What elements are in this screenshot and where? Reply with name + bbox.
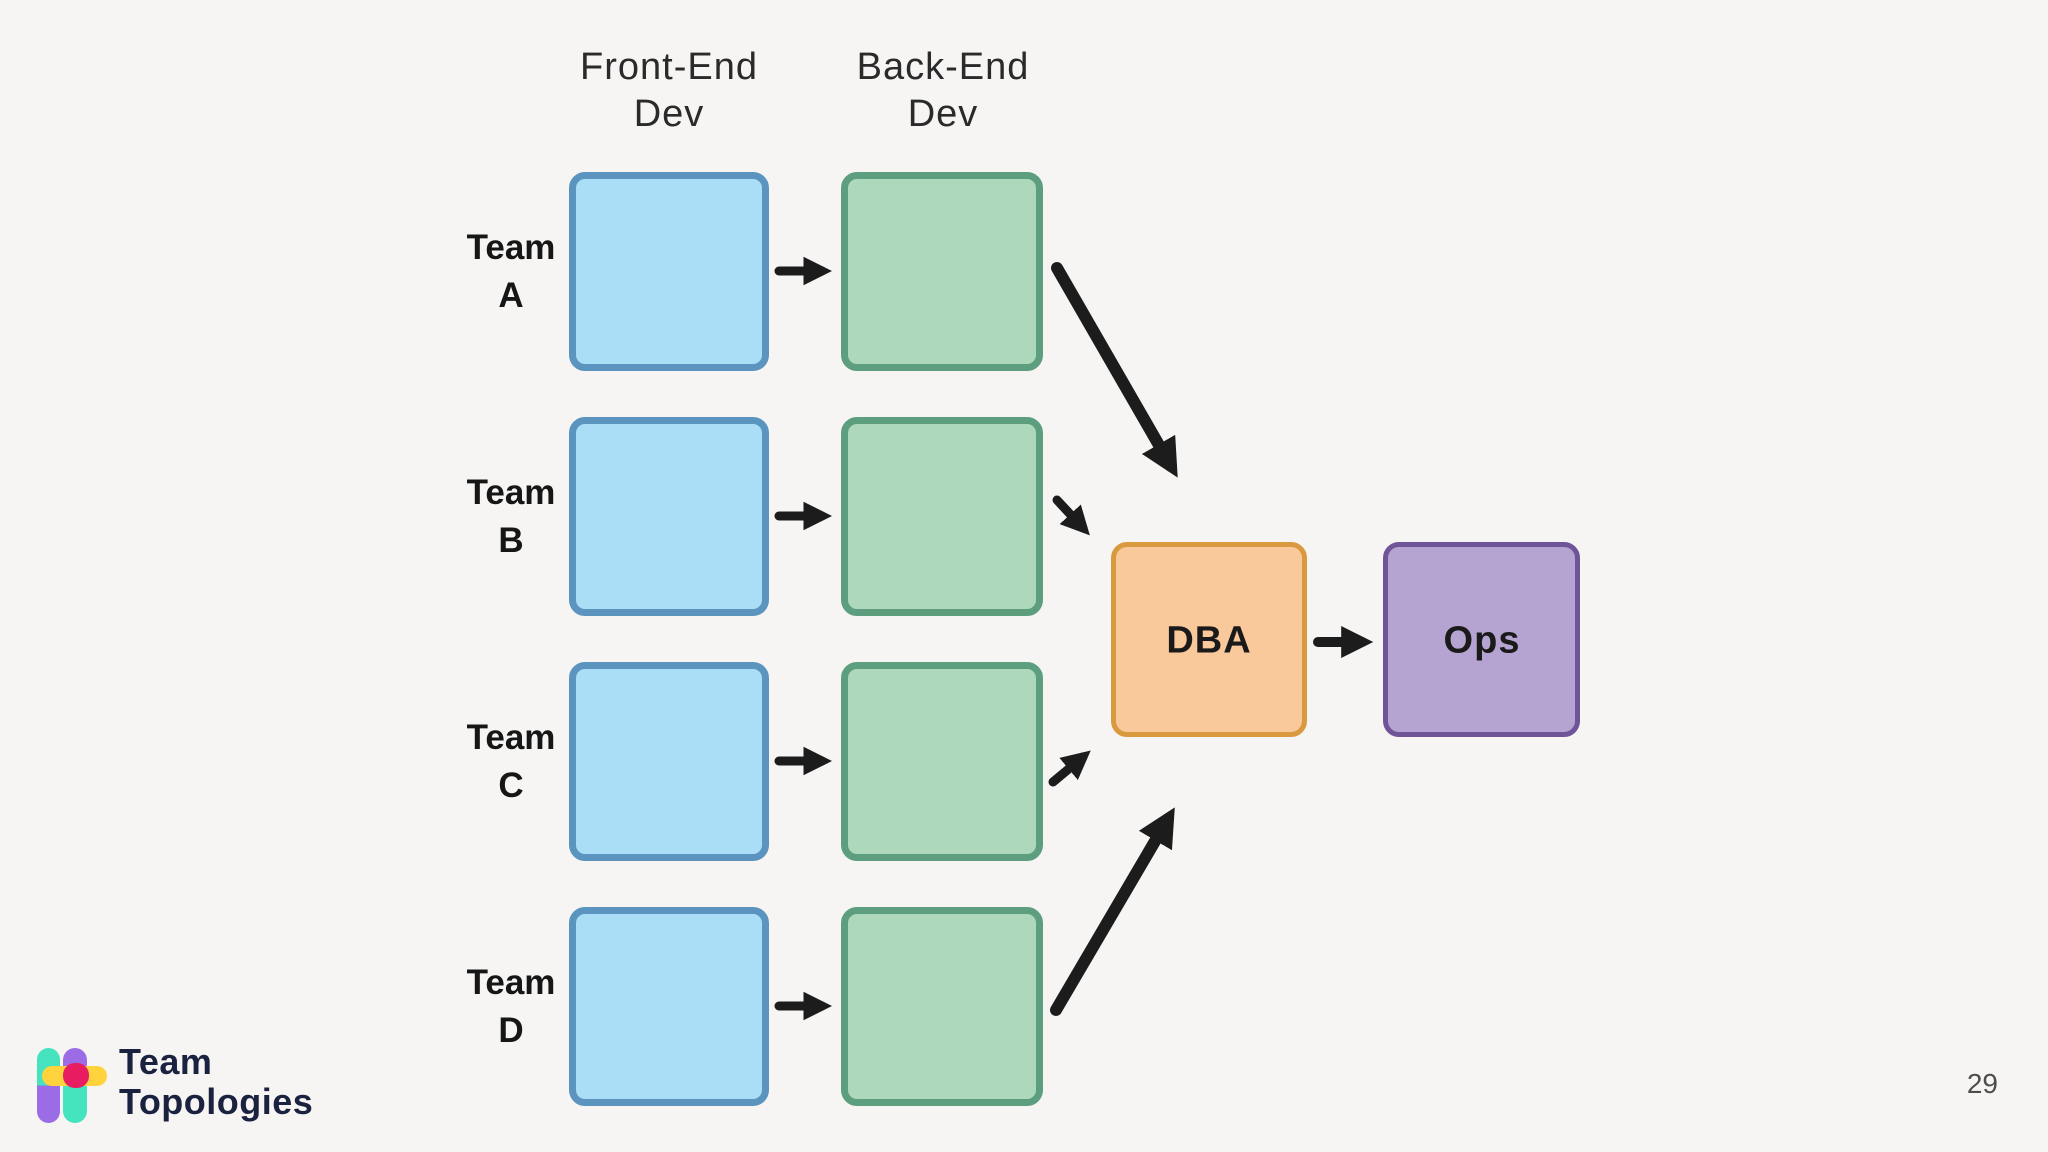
team-topologies-logo-text: Team Topologies bbox=[119, 1041, 314, 1122]
frontend-dev-box-team-a bbox=[569, 172, 769, 371]
team-c-label: Team C bbox=[466, 718, 556, 805]
team-topologies-logo-icon bbox=[37, 1046, 107, 1124]
dba-label: DBA bbox=[1166, 619, 1252, 662]
logo-icon-crimson-overlap bbox=[63, 1063, 89, 1088]
dba-box bbox=[1111, 542, 1307, 737]
frontend-dev-box-team-c bbox=[569, 662, 769, 861]
backend-dev-box-team-b bbox=[841, 417, 1043, 616]
page-number: 29 bbox=[1966, 1068, 1998, 1099]
frontend-dev-box-team-d bbox=[569, 907, 769, 1106]
team-topologies-logo: Team Topologies bbox=[37, 1042, 367, 1132]
backend-to-dba-arrow-team-c bbox=[1048, 750, 1091, 787]
column-header-front-end-dev: Front-End Dev bbox=[580, 46, 758, 135]
ops-box bbox=[1383, 542, 1580, 737]
backend-to-dba-arrow-team-d bbox=[1050, 807, 1175, 1016]
team-b-label: Team B bbox=[466, 473, 556, 560]
frontend-dev-box-team-b bbox=[569, 417, 769, 616]
column-header-back-end-dev: Back-End Dev bbox=[856, 46, 1030, 135]
team-a-label: Team A bbox=[466, 228, 556, 315]
backend-dev-box-team-a bbox=[841, 172, 1043, 371]
backend-to-dba-arrow-team-b bbox=[1052, 495, 1090, 536]
backend-to-dba-arrow-team-a bbox=[1051, 262, 1178, 478]
ops-label: Ops bbox=[1443, 619, 1521, 662]
backend-dev-box-team-d bbox=[841, 907, 1043, 1106]
team-d-label: Team D bbox=[466, 963, 556, 1050]
backend-dev-box-team-c bbox=[841, 662, 1043, 861]
